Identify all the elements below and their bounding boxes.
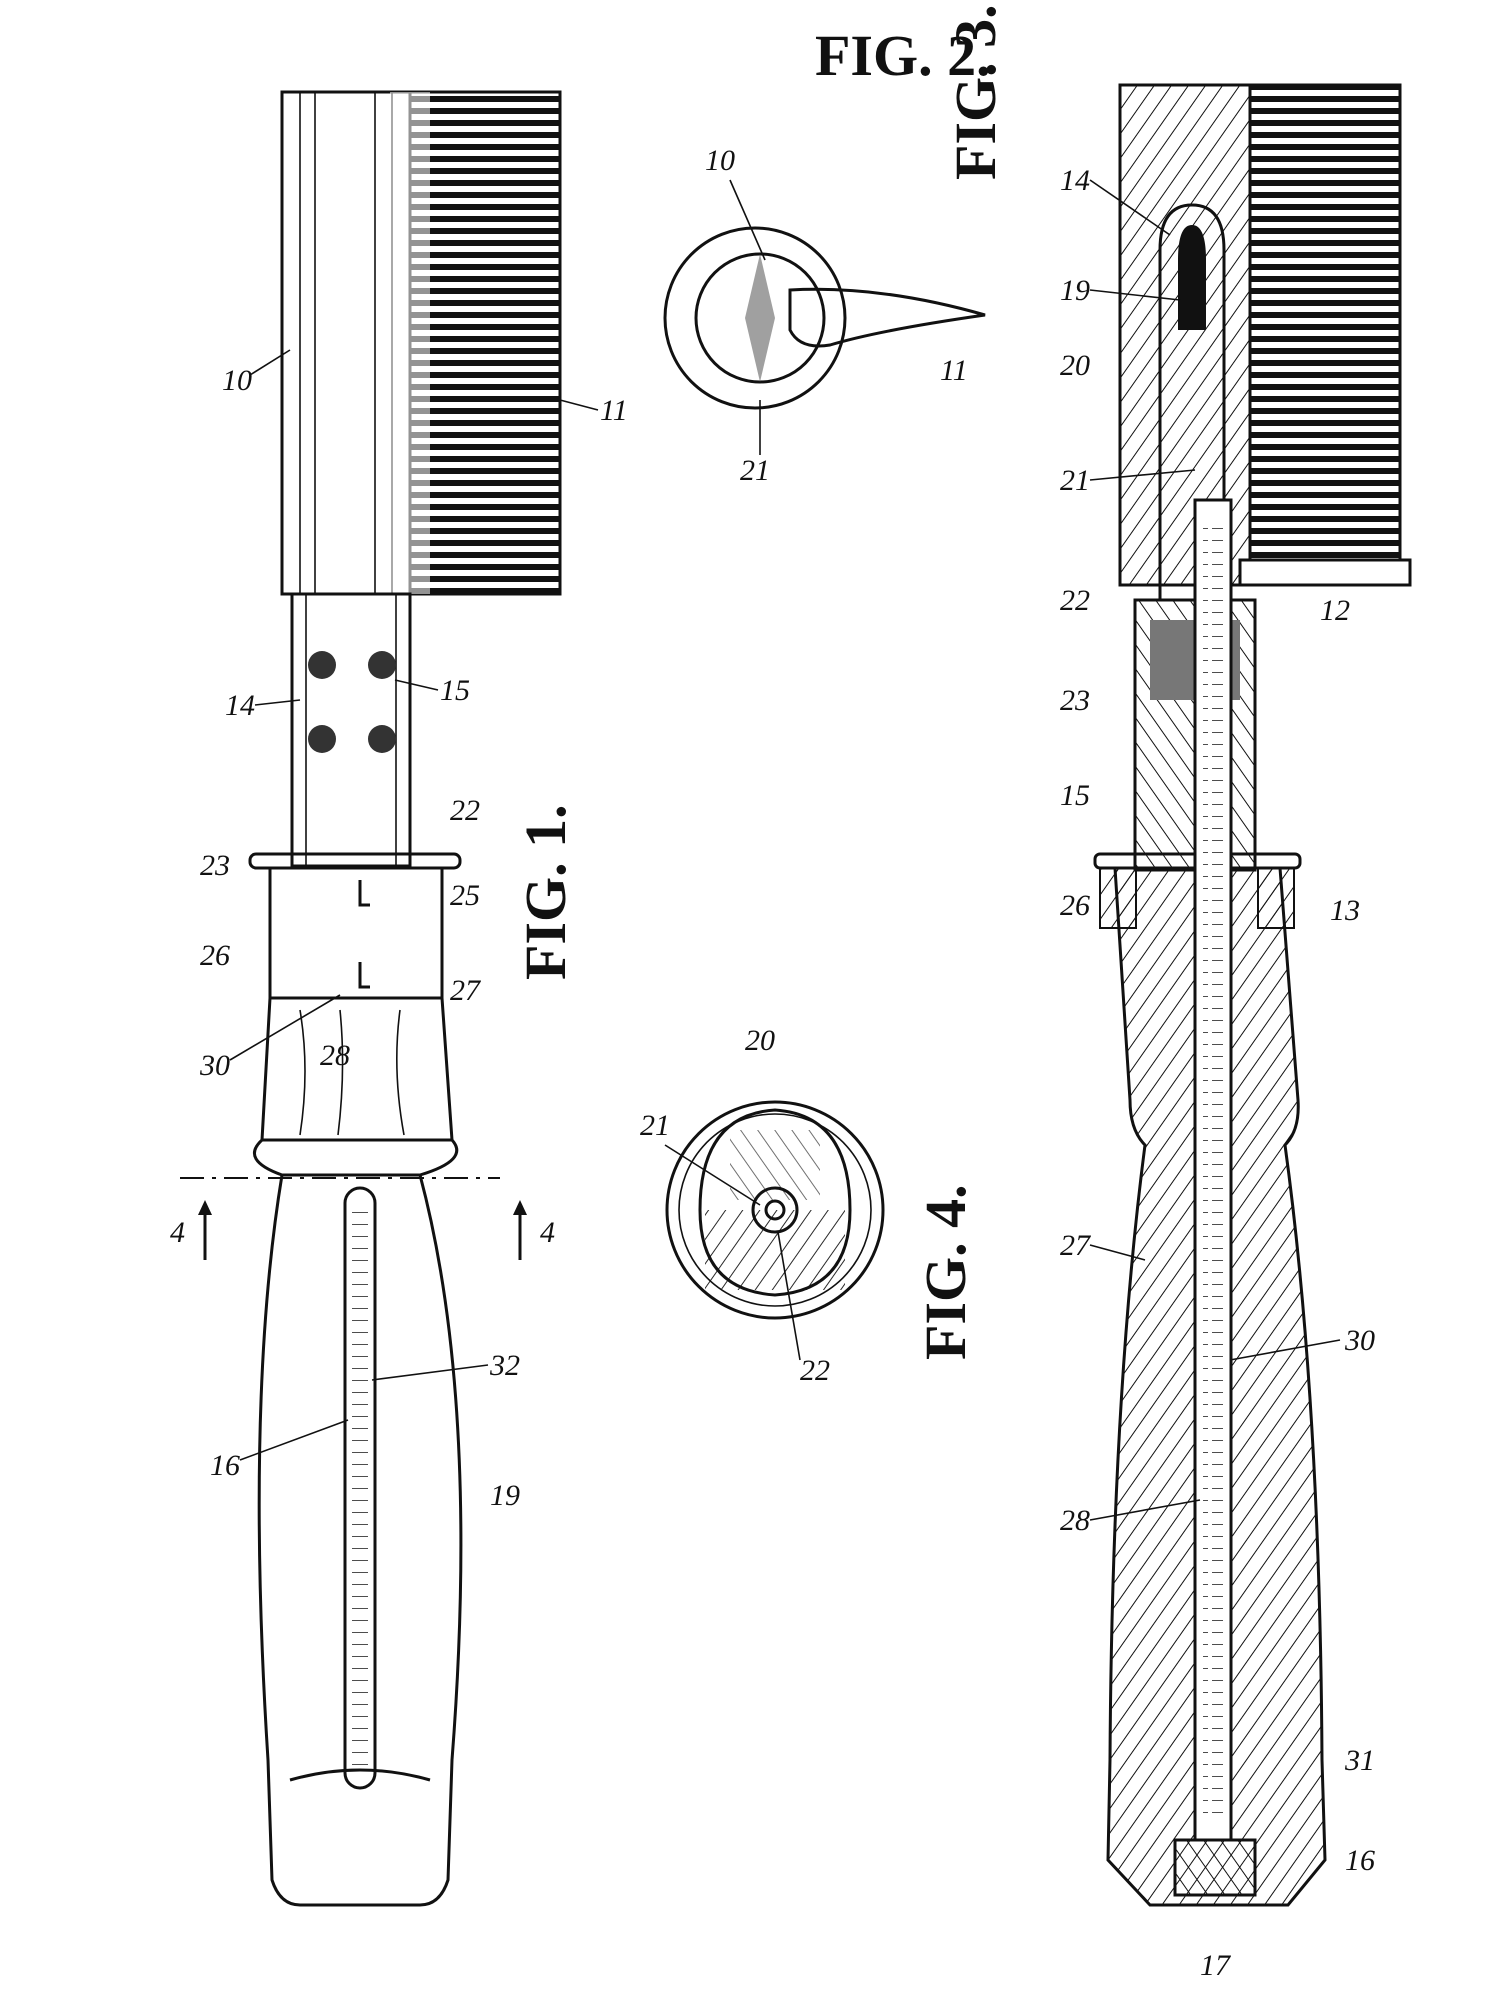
label-12: 12: [1320, 594, 1350, 627]
label-13: 13: [1330, 894, 1360, 927]
label-27: 27: [450, 974, 482, 1007]
handle: [253, 1138, 463, 1907]
ferrule: [260, 996, 454, 1142]
label-20: 20: [1060, 349, 1090, 382]
figure-2-end-view: 10 11 21 FIG. 2.: [663, 23, 991, 487]
label-26: 26: [200, 939, 230, 972]
label-11: 11: [940, 354, 968, 387]
label-21: 21: [1060, 464, 1090, 497]
label-21: 21: [640, 1109, 670, 1142]
comb-teeth: [408, 90, 562, 596]
label-22: 22: [800, 1354, 830, 1387]
label-23: 23: [200, 849, 230, 882]
vent-hole: [368, 651, 396, 679]
section-mark-right: 4: [540, 1216, 555, 1249]
coupling-sleeve: [268, 866, 444, 1000]
label-11: 11: [600, 394, 628, 427]
fig1-labels: 10 11 14 15 22 23 25 26 27 28 30 32 16 1…: [199, 349, 628, 1512]
label-28: 28: [320, 1039, 350, 1072]
label-22: 22: [450, 794, 480, 827]
label-16: 16: [1345, 1844, 1375, 1877]
thermometer-window: [343, 1186, 377, 1790]
vent-hole: [368, 725, 396, 753]
label-20: 20: [745, 1024, 775, 1057]
section-ring: [678, 1113, 872, 1307]
label-19: 19: [490, 1479, 520, 1512]
section-outer: [665, 1100, 885, 1320]
label-22: 22: [1060, 584, 1090, 617]
label-30: 30: [1344, 1324, 1375, 1357]
figure-4-caption: FIG. 4.: [913, 1184, 978, 1360]
label-17: 17: [1200, 1949, 1232, 1982]
label-27: 27: [1060, 1229, 1092, 1262]
label-28: 28: [1060, 1504, 1090, 1537]
base-plug: [1173, 1838, 1257, 1897]
label-26: 26: [1060, 889, 1090, 922]
label-19: 19: [1060, 274, 1090, 307]
label-16: 16: [210, 1449, 240, 1482]
label-15: 15: [1060, 779, 1090, 812]
figure-1-caption: FIG. 1.: [513, 804, 578, 980]
label-15: 15: [440, 674, 470, 707]
label-14: 14: [225, 689, 255, 722]
figure-2-caption: FIG. 2.: [815, 23, 991, 88]
heater-stem: [290, 592, 412, 868]
thermometer-bore: [751, 1186, 799, 1234]
heater-bore: [1158, 203, 1226, 600]
end-cap-outer: [663, 226, 847, 410]
label-14: 14: [1060, 164, 1090, 197]
figure-4-cross-section: 20 21 22 FIG. 4.: [640, 1024, 978, 1387]
label-23: 23: [1060, 684, 1090, 717]
label-31: 31: [1344, 1744, 1375, 1777]
fig3-labels: 14 19 20 21 22 23 15 26 27 28 30 31 16 1…: [1060, 164, 1375, 1982]
figure-3-caption: FIG. 3.: [943, 4, 1008, 180]
vent-hole: [308, 725, 336, 753]
label-21: 21: [740, 454, 770, 487]
tooth-tip: [788, 287, 986, 348]
figure-1-elevation: 4 4 10 11 14 15 22 23 25 26 27 28 30 32 …: [170, 90, 628, 1907]
figure-3-sectional-view: 14 19 20 21 22 23 15 26 27 28 30 31 16 1…: [943, 4, 1412, 1982]
label-32: 32: [489, 1349, 520, 1382]
label-10: 10: [222, 364, 252, 397]
label-30: 30: [199, 1049, 230, 1082]
label-25: 25: [450, 879, 480, 912]
section-mark-left: 4: [170, 1216, 185, 1249]
vent-hole: [308, 651, 336, 679]
label-10: 10: [705, 144, 735, 177]
comb-teeth-section: [1248, 83, 1402, 587]
